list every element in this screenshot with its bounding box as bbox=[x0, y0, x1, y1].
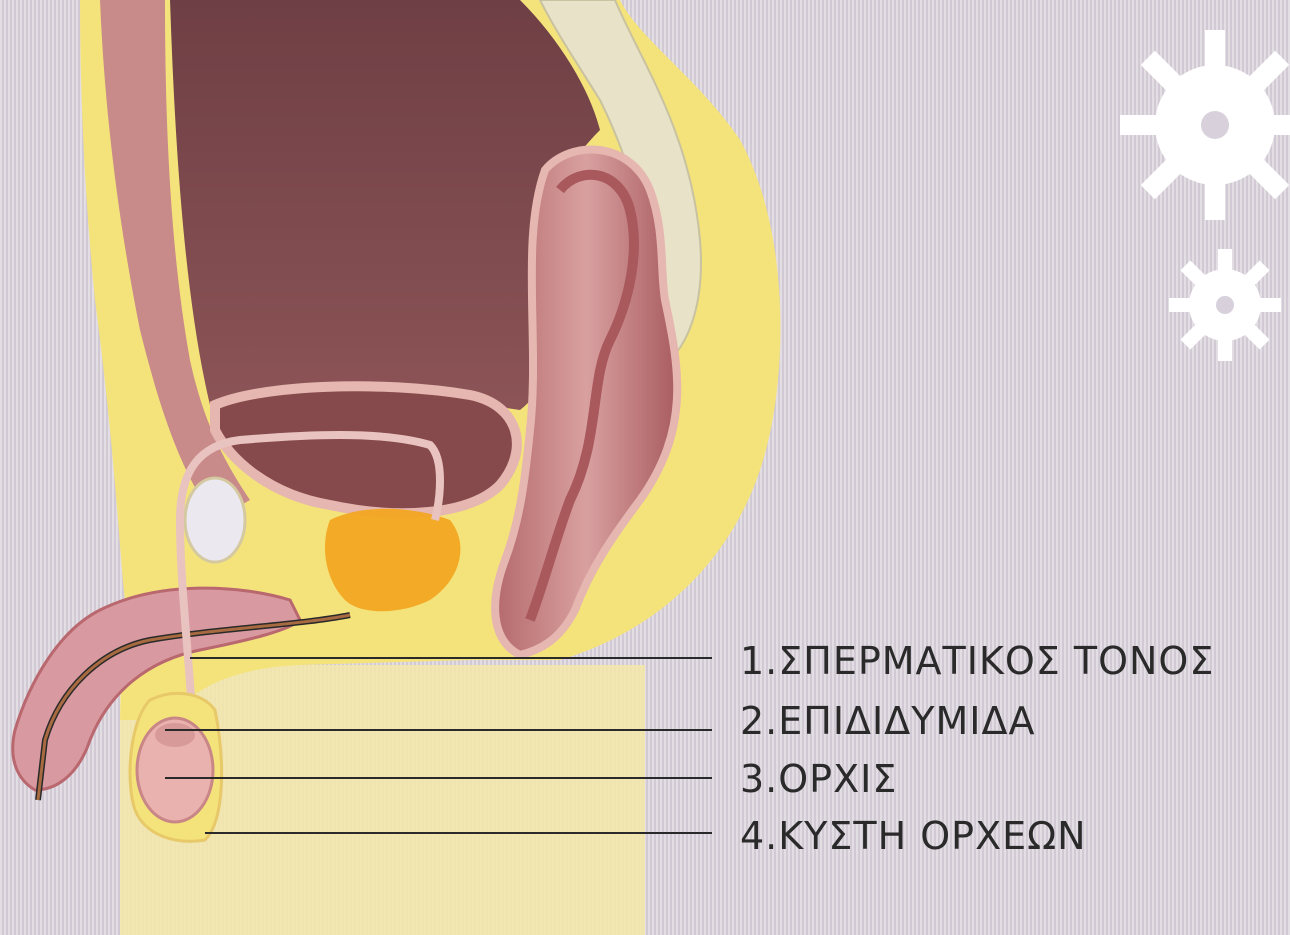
penis-shaft bbox=[11, 586, 302, 792]
vas-deferens bbox=[175, 431, 444, 791]
abdominal-cavity bbox=[170, 0, 600, 410]
abdominal-wall bbox=[100, 0, 250, 520]
prostate-gland bbox=[325, 508, 461, 612]
label-spermatic-cord: 1.ΣΠΕΡΜΑΤΙΚΟΣ ΤΟΝΟΣ bbox=[740, 639, 1215, 683]
epididymis bbox=[155, 723, 195, 747]
gear-small-icon bbox=[1169, 249, 1281, 361]
pubic-bone bbox=[183, 476, 247, 564]
gear-large-icon bbox=[1120, 30, 1290, 220]
urethra-inner bbox=[36, 613, 351, 801]
label-testis: 3.ΟΡΧΙΣ bbox=[740, 757, 898, 801]
label-epididymis: 2.ΕΠΙΔΙΔΥΜΙΔΑ bbox=[740, 699, 1036, 743]
label-scrotum: 4.ΚΥΣΤΗ ΟΡΧΕΩΝ bbox=[740, 814, 1087, 858]
testis bbox=[135, 716, 215, 824]
rectum-lumen bbox=[525, 169, 639, 622]
